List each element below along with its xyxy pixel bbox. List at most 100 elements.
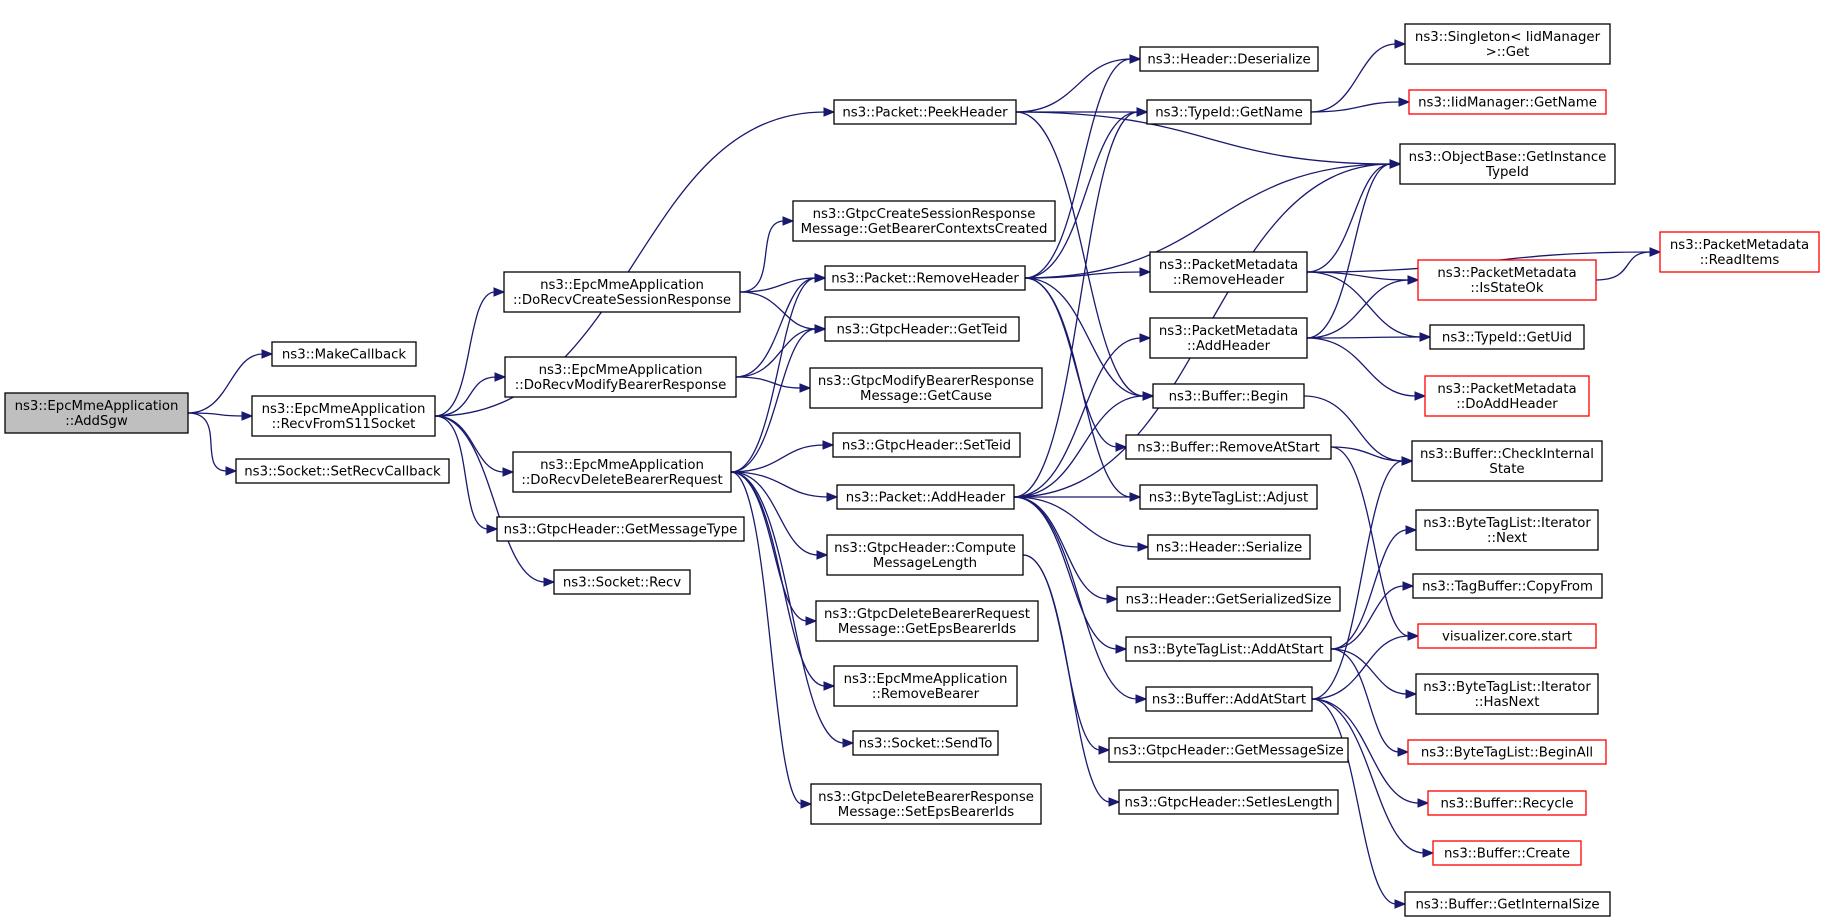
node-ns3-epcmmeapplication-dorecvcreatesessionresponse[interactable]: ns3::EpcMmeApplication::DoRecvCreateSess… xyxy=(503,271,741,313)
call-edge-ns3-packet-addheader-to-ns3-buffer-begin xyxy=(1013,391,1155,498)
node-ns3-buffer-recycle[interactable]: ns3::Buffer::Recycle xyxy=(1427,790,1587,816)
node-ns3-packetmetadata-removeheader[interactable]: ns3::PacketMetadata::RemoveHeader xyxy=(1149,251,1308,293)
call-edge-ns3-packetmetadata-addheader-to-ns3-typeid-getuid xyxy=(1306,332,1432,342)
node-ns3-bytetaglist-iterator-hasnext[interactable]: ns3::ByteTagList::Iterator::HasNext xyxy=(1415,673,1599,715)
node-ns3-iidmanager-getname[interactable]: ns3::IidManager::GetName xyxy=(1408,89,1607,115)
node-ns3-bytetaglist-beginall[interactable]: ns3::ByteTagList::BeginAll xyxy=(1407,739,1607,765)
node-label: ::DoRecvDeleteBearerRequest xyxy=(521,473,722,488)
node-ns3-makecallback[interactable]: ns3::MakeCallback xyxy=(271,341,417,367)
node-ns3-gtpcheader-getmessagesize[interactable]: ns3::GtpcHeader::GetMessageSize xyxy=(1108,737,1349,763)
call-edge-ns3-packetmetadata-addheader-to-ns3-objectbase-getinstancetypeid xyxy=(1306,159,1402,339)
node-ns3-buffer-addatstart[interactable]: ns3::Buffer::AddAtStart xyxy=(1145,686,1313,712)
node-ns3-gtpcheader-getteid[interactable]: ns3::GtpcHeader::GetTeid xyxy=(824,316,1020,342)
call-edge-ns3-epcmmeapplication-dorecvdeletebearerrequest-to-ns3-gtpcheader-getteid xyxy=(730,324,827,473)
node-label: Message::GetBearerContextsCreated xyxy=(801,222,1048,237)
call-edge-ns3-typeid-getname-to-ns3-iidmanager-getname xyxy=(1310,97,1411,113)
node-ns3-buffer-removeatstart[interactable]: ns3::Buffer::RemoveAtStart xyxy=(1125,434,1332,460)
node-label: ns3::Buffer::AddAtStart xyxy=(1152,693,1306,708)
node-ns3-epcmmeapplication-removebearer[interactable]: ns3::EpcMmeApplication::RemoveBearer xyxy=(833,665,1018,707)
call-edge-ns3-gtpcheader-computemessagelength-to-ns3-gtpcheader-setieslength xyxy=(1022,554,1121,807)
node-label: ns3::ByteTagList::BeginAll xyxy=(1421,746,1593,761)
call-edge-ns3-packetmetadata-addheader-to-ns3-packetmetadata-doaddheader xyxy=(1306,337,1427,401)
call-edge-ns3-epcmmeapplication-dorecvmodifybearerresponse-to-ns3-packet-removeheader xyxy=(735,273,827,378)
node-label: TypeId xyxy=(1485,165,1529,180)
node-label: >::Get xyxy=(1486,45,1530,60)
node-label: ns3::TypeId::GetUid xyxy=(1442,331,1572,346)
node-label: ns3::ByteTagList::Iterator xyxy=(1423,680,1591,695)
node-ns3-gtpcheader-getmessagetype[interactable]: ns3::GtpcHeader::GetMessageType xyxy=(496,516,745,542)
node-ns3-header-deserialize[interactable]: ns3::Header::Deserialize xyxy=(1139,46,1319,72)
node-label: ns3::GtpcHeader::GetMessageSize xyxy=(1113,744,1343,759)
node-ns3-packet-addheader[interactable]: ns3::Packet::AddHeader xyxy=(836,484,1015,510)
node-ns3-tagbuffer-copyfrom[interactable]: ns3::TagBuffer::CopyFrom xyxy=(1412,573,1603,599)
node-ns3-header-getserializedsize[interactable]: ns3::Header::GetSerializedSize xyxy=(1116,586,1341,612)
call-edge-ns3-packetmetadata-addheader-to-ns3-packetmetadata-isstateok xyxy=(1306,275,1420,339)
call-edge-ns3-epcmmeapplication-dorecvdeletebearerrequest-to-ns3-socket-sendto xyxy=(730,471,855,748)
node-ns3-bytetaglist-addatstart[interactable]: ns3::ByteTagList::AddAtStart xyxy=(1125,636,1332,662)
node-label: ns3::GtpcDeleteBearerRequest xyxy=(824,607,1030,622)
call-edge-ns3-packet-addheader-to-ns3-header-serialize xyxy=(1013,496,1150,552)
node-ns3-packetmetadata-addheader[interactable]: ns3::PacketMetadata::AddHeader xyxy=(1149,317,1308,359)
node-label: ::Next xyxy=(1487,531,1527,546)
node-label: ns3::Packet::AddHeader xyxy=(846,491,1006,506)
node-label: ns3::EpcMmeApplication xyxy=(844,672,1008,687)
call-edge-ns3-epcmmeapplication-dorecvdeletebearerrequest-to-ns3-packet-removeheader xyxy=(730,273,827,473)
node-ns3-typeid-getname[interactable]: ns3::TypeId::GetName xyxy=(1146,99,1312,125)
call-edge-ns3-epcmmeapplication-recvfroms11socket-to-ns3-gtpcheader-getmessagetype xyxy=(434,415,499,534)
node-label: ::HasNext xyxy=(1474,695,1539,710)
node-ns3-header-serialize[interactable]: ns3::Header::Serialize xyxy=(1147,534,1311,560)
node-label: ns3::PacketMetadata xyxy=(1159,324,1298,339)
node-ns3-buffer-create[interactable]: ns3::Buffer::Create xyxy=(1432,840,1582,866)
call-edge-ns3-epcmmeapplication-recvfroms11socket-to-ns3-packet-peekheader xyxy=(434,107,836,417)
node-ns3-epcmmeapplication-dorecvdeletebearerrequest[interactable]: ns3::EpcMmeApplication::DoRecvDeleteBear… xyxy=(512,451,732,493)
node-label: Message::SetEpsBearerIds xyxy=(838,805,1014,820)
node-ns3-bytetaglist-adjust[interactable]: ns3::ByteTagList::Adjust xyxy=(1139,484,1318,510)
node-label: ns3::PacketMetadata xyxy=(1437,382,1576,397)
node-ns3-gtpcmodifybearerresponsemessage-getcause[interactable]: ns3::GtpcModifyBearerResponseMessage::Ge… xyxy=(809,367,1043,409)
node-ns3-gtpcheader-setieslength[interactable]: ns3::GtpcHeader::SetIesLength xyxy=(1118,789,1339,815)
node-ns3-gtpcdeletebearerrequestmessage-getepsbearerids[interactable]: ns3::GtpcDeleteBearerRequestMessage::Get… xyxy=(815,600,1039,642)
node-ns3-socket-setrecvcallback[interactable]: ns3::Socket::SetRecvCallback xyxy=(235,458,450,484)
node-label: ns3::GtpcHeader::Compute xyxy=(834,541,1016,556)
node-ns3-packet-removeheader[interactable]: ns3::Packet::RemoveHeader xyxy=(824,265,1026,291)
node-label: ns3::MakeCallback xyxy=(282,348,407,363)
call-edge-ns3-epcmmeapplication-addsgw-to-ns3-epcmmeapplication-recvfroms11socket xyxy=(187,411,254,421)
node-label: ns3::GtpcModifyBearerResponse xyxy=(818,374,1034,389)
node-ns3-packetmetadata-readitems[interactable]: ns3::PacketMetadata::ReadItems xyxy=(1659,231,1820,273)
node-label: ns3::GtpcCreateSessionResponse xyxy=(813,207,1036,222)
node-ns3-packet-peekheader[interactable]: ns3::Packet::PeekHeader xyxy=(833,99,1017,125)
node-ns3-epcmmeapplication-recvfroms11socket[interactable]: ns3::EpcMmeApplication::RecvFromS11Socke… xyxy=(251,395,436,437)
call-edge-ns3-bytetaglist-addatstart-to-ns3-bytetaglist-iterator-hasnext xyxy=(1330,648,1418,699)
node-label: Message::GetEpsBearerIds xyxy=(838,622,1016,637)
node-ns3-singleton-iidmanager-get[interactable]: ns3::Singleton< IidManager >::Get xyxy=(1404,23,1611,65)
node-ns3-bytetaglist-iterator-next[interactable]: ns3::ByteTagList::Iterator::Next xyxy=(1415,509,1599,551)
node-ns3-typeid-getuid[interactable]: ns3::TypeId::GetUid xyxy=(1429,324,1585,350)
node-visualizer-core-start[interactable]: visualizer.core.start xyxy=(1417,623,1597,649)
function-nodes: ns3::EpcMmeApplication::AddSgw ns3::MakeC… xyxy=(4,23,1820,917)
node-label: ::DoAddHeader xyxy=(1456,397,1558,412)
node-ns3-packetmetadata-doaddheader[interactable]: ns3::PacketMetadata::DoAddHeader xyxy=(1424,375,1590,417)
node-label: visualizer.core.start xyxy=(1442,630,1572,645)
call-edge-ns3-epcmmeapplication-dorecvdeletebearerrequest-to-ns3-gtpcdeletebearerresponsemessage-setepsbearerids xyxy=(730,471,813,809)
call-edge-ns3-buffer-addatstart-to-ns3-buffer-recycle xyxy=(1311,698,1430,808)
node-ns3-epcmmeapplication-addsgw[interactable]: ns3::EpcMmeApplication::AddSgw xyxy=(4,392,189,434)
call-edge-ns3-packet-addheader-to-ns3-packetmetadata-addheader xyxy=(1013,333,1152,498)
call-edge-ns3-epcmmeapplication-dorecvdeletebearerrequest-to-ns3-packet-addheader xyxy=(730,471,839,502)
node-ns3-buffer-begin[interactable]: ns3::Buffer::Begin xyxy=(1152,383,1305,409)
node-label: ::RemoveBearer xyxy=(872,687,980,702)
node-ns3-gtpcheader-setteid[interactable]: ns3::GtpcHeader::SetTeid xyxy=(832,432,1021,458)
node-ns3-socket-sendto[interactable]: ns3::Socket::SendTo xyxy=(852,730,999,756)
node-label: State xyxy=(1489,462,1524,477)
node-label: ns3::EpcMmeApplication xyxy=(262,402,426,417)
node-ns3-packetmetadata-isstateok[interactable]: ns3::PacketMetadata::IsStateOk xyxy=(1417,259,1597,301)
call-edge-ns3-buffer-addatstart-to-visualizer-core-start xyxy=(1311,631,1420,700)
node-label: ns3::PacketMetadata xyxy=(1670,238,1809,253)
node-ns3-socket-recv[interactable]: ns3::Socket::Recv xyxy=(553,569,691,595)
node-ns3-gtpcdeletebearerresponsemessage-setepsbearerids[interactable]: ns3::GtpcDeleteBearerResponseMessage::Se… xyxy=(810,783,1042,825)
node-ns3-gtpccreatesessionresponsemessage-getbearercontextscreated[interactable]: ns3::GtpcCreateSessionResponseMessage::G… xyxy=(792,200,1056,242)
node-ns3-epcmmeapplication-dorecvmodifybearerresponse[interactable]: ns3::EpcMmeApplication::DoRecvModifyBear… xyxy=(504,356,737,398)
node-ns3-buffer-getinternalsize[interactable]: ns3::Buffer::GetInternalSize xyxy=(1404,891,1611,917)
